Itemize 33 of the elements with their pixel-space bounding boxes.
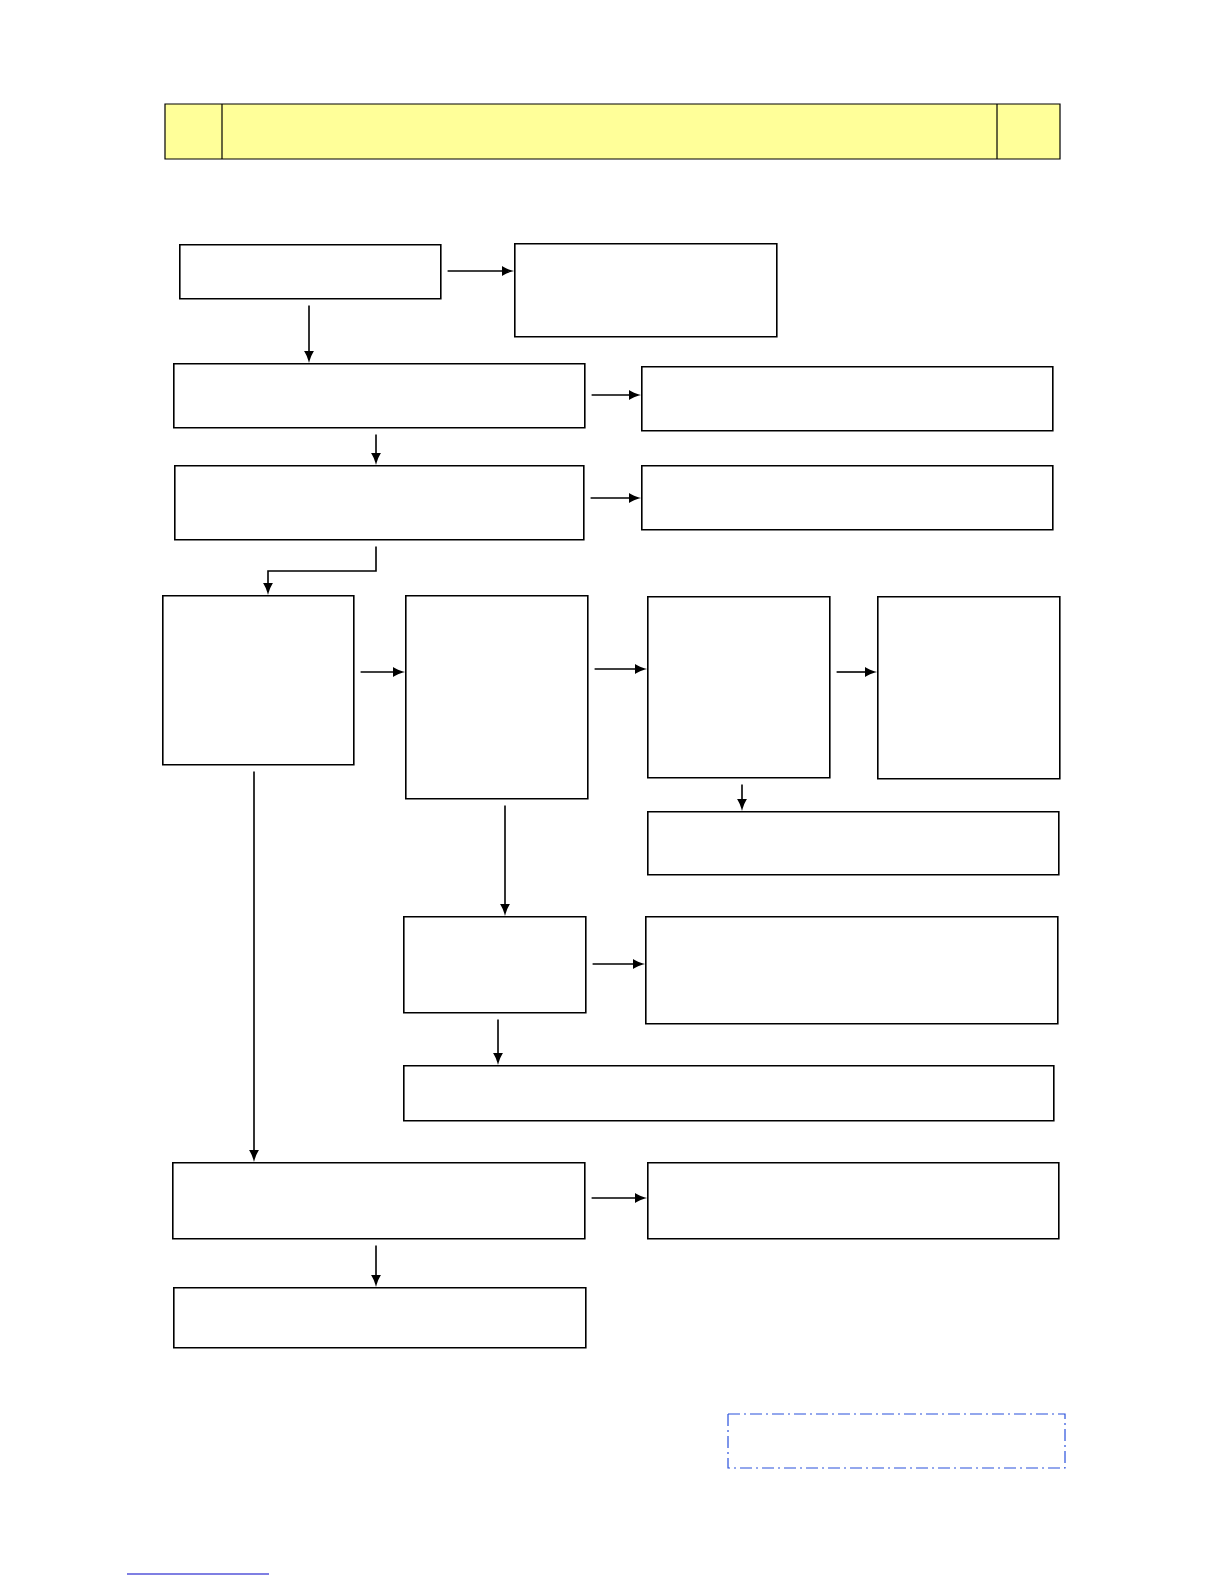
- arrow: [446, 266, 512, 276]
- arrow: [263, 545, 377, 593]
- flow-box: [162, 595, 355, 766]
- arrow: [590, 390, 639, 400]
- flow-box: [403, 1065, 1055, 1122]
- arrow: [591, 959, 643, 969]
- arrow: [249, 770, 259, 1160]
- flow-box: [173, 1287, 587, 1349]
- arrow: [500, 804, 510, 914]
- arrow: [371, 433, 381, 463]
- arrow: [590, 1193, 645, 1203]
- flow-box: [647, 1162, 1060, 1240]
- arrow: [593, 664, 645, 674]
- flow-box: [179, 244, 442, 300]
- flow-box: [405, 595, 589, 800]
- flow-box: [514, 243, 778, 338]
- flow-box: [641, 366, 1054, 432]
- flow-box: [172, 1162, 586, 1240]
- flow-box: [403, 916, 587, 1014]
- arrow: [304, 304, 314, 361]
- flow-box: [647, 596, 831, 779]
- flow-box: [647, 811, 1060, 876]
- arrow: [493, 1018, 503, 1063]
- flow-box: [645, 916, 1059, 1025]
- flow-box: [641, 465, 1054, 531]
- flow-box: [174, 465, 585, 541]
- flow-box: [173, 363, 586, 429]
- flow-box: [877, 596, 1061, 780]
- arrow: [371, 1244, 381, 1285]
- arrow: [835, 667, 875, 677]
- arrow: [737, 783, 747, 809]
- arrow: [359, 667, 403, 677]
- arrow: [589, 493, 639, 503]
